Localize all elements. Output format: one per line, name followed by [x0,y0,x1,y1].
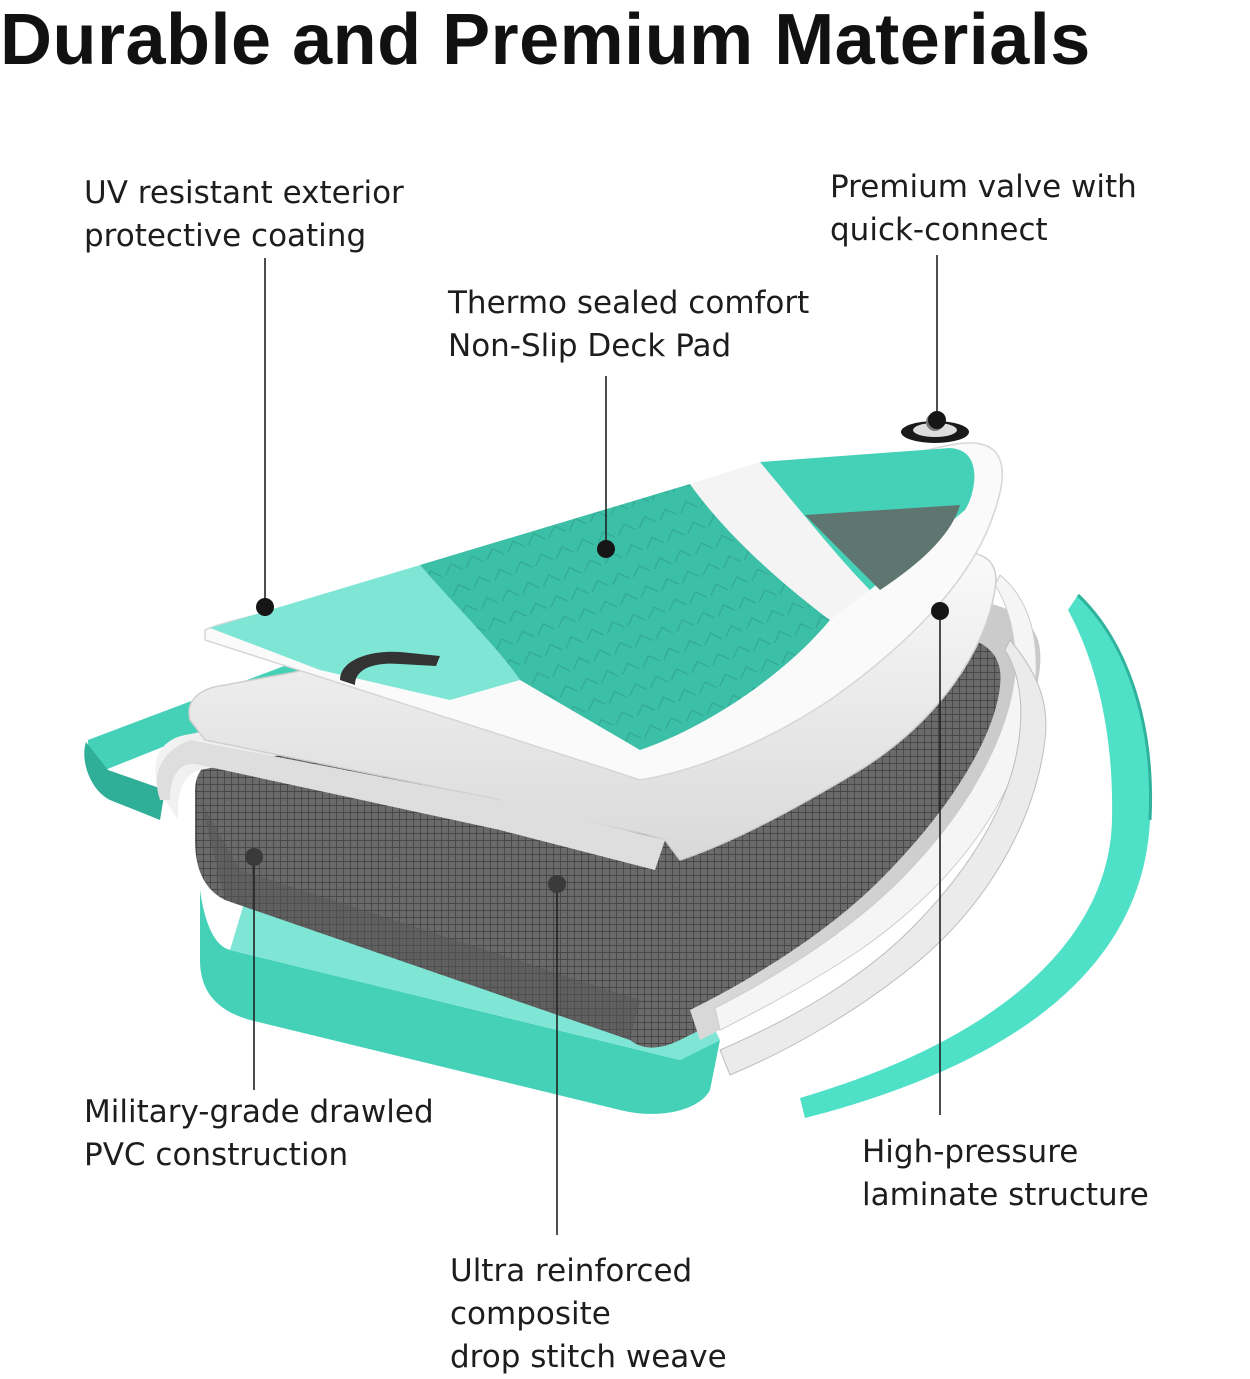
label-laminate: High-pressure laminate structure [862,1134,1149,1213]
page-title: Durable and Premium Materials [0,0,1091,80]
deck-layer [204,413,1003,781]
outer-mint-arc [800,593,1153,1118]
callout-dots [245,411,949,893]
label-uv-coating: UV resistant exterior protective coating [84,175,404,254]
callout-lines [253,255,941,1235]
label-valve: Premium valve with quick-connect [830,169,1137,248]
label-pvc: Military-grade drawled PVC construction [84,1094,434,1173]
label-deck-pad: Thermo sealed comfort Non-Slip Deck Pad [448,285,810,364]
label-drop-stitch: Ultra reinforced composite drop stitch w… [450,1253,727,1375]
